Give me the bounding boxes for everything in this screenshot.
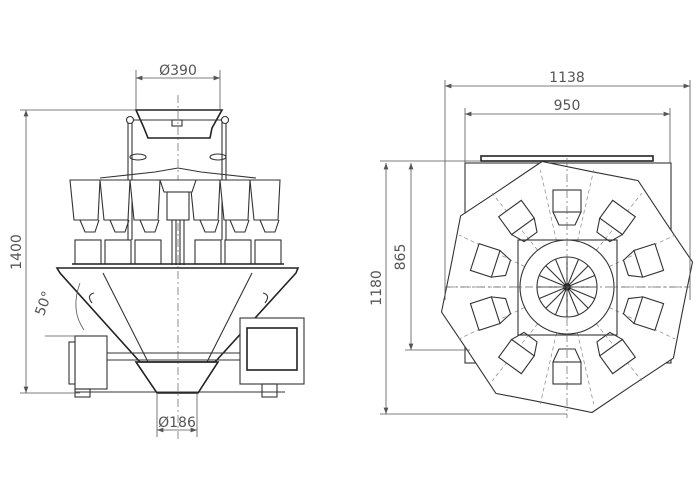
pod-box (497, 199, 536, 236)
label-outlet-diameter: Ø186 (158, 415, 196, 431)
radial-line (577, 169, 595, 242)
front-view: Ø390 1400 50° Ø186 (9, 63, 305, 440)
top-cone (99, 167, 257, 179)
label-overall-depth: 1180 (369, 270, 385, 306)
chute-inner-lines (102, 272, 253, 363)
weigh-bucket (134, 239, 162, 265)
label-frame-depth: 865 (393, 244, 409, 271)
hopper-pod (596, 199, 637, 243)
outlet-funnel (134, 361, 220, 394)
label-hopper-diameter: Ø390 (159, 63, 197, 79)
hopper-pod (596, 331, 637, 375)
weigh-bucket (194, 239, 222, 265)
clamp (209, 153, 227, 161)
label-overall-width: 1138 (549, 70, 585, 86)
top-view: 1138 950 865 1180 (369, 70, 694, 418)
frame-joint (220, 115, 230, 125)
spoke (566, 275, 595, 288)
feed-bucket (99, 179, 131, 221)
pod-box (598, 338, 637, 375)
spoke (555, 259, 568, 288)
pod-neck (622, 250, 643, 278)
feed-bucket (69, 179, 101, 221)
weigh-bucket (224, 239, 252, 265)
feed-bucket (159, 179, 197, 193)
spoke (545, 265, 568, 288)
spoke (555, 286, 568, 315)
hopper-pod (622, 243, 665, 278)
bucket-linkage (109, 219, 130, 233)
weigh-bucket (74, 239, 102, 265)
frame-joint (125, 115, 135, 125)
foot (261, 383, 278, 398)
radial-line (539, 169, 557, 242)
hopper-pod (622, 296, 665, 331)
control-panel (239, 317, 305, 385)
pod-neck (491, 250, 512, 278)
label-frame-width: 950 (554, 98, 581, 114)
hopper-pod (497, 331, 538, 375)
feed-bucket (129, 179, 161, 221)
spoke (566, 286, 579, 315)
hopper-pods (469, 189, 665, 385)
feed-buckets (69, 179, 281, 221)
weigh-bucket (254, 239, 282, 265)
hopper-pod (469, 296, 512, 331)
bucket-linkage (139, 219, 160, 233)
clamp (129, 153, 147, 161)
spoke (566, 286, 589, 309)
center-column (166, 191, 190, 221)
weigh-buckets (74, 219, 282, 265)
bucket-linkage (79, 219, 100, 233)
hopper-pod (469, 243, 512, 278)
drive-box (74, 335, 108, 390)
spoke (539, 286, 568, 299)
spoke (566, 259, 579, 288)
spoke (545, 286, 568, 309)
spoke (539, 275, 568, 288)
touch-screen (246, 327, 298, 371)
pod-box (469, 243, 501, 278)
top-hopper (134, 109, 224, 139)
pod-box (497, 338, 536, 375)
flange (68, 341, 76, 385)
pod-neck (552, 348, 582, 363)
label-height: 1400 (9, 234, 25, 270)
column-rods (171, 220, 185, 265)
pod-neck (596, 217, 623, 243)
pod-neck (511, 217, 538, 243)
pod-box (633, 243, 665, 278)
hopper-tab (171, 119, 183, 127)
bucket-linkage (259, 219, 280, 233)
pod-box (598, 199, 637, 236)
label-angle: 50° (32, 289, 56, 318)
pod-neck (622, 296, 643, 324)
pod-neck (491, 296, 512, 324)
hopper-pod (497, 199, 538, 243)
angle-arc (75, 282, 85, 331)
pod-neck (596, 331, 623, 357)
hooks (88, 292, 269, 304)
base-bar (107, 352, 240, 361)
feed-bucket (219, 179, 251, 221)
radial-line (539, 332, 557, 405)
feed-bucket (249, 179, 281, 221)
pod-box (469, 296, 501, 331)
bucket-linkage (199, 219, 220, 233)
radial-line (577, 332, 595, 405)
weigh-bucket (104, 239, 132, 265)
pod-box (633, 296, 665, 331)
feed-bucket (189, 179, 221, 221)
bucket-linkage (229, 219, 250, 233)
spoke (566, 265, 589, 288)
spoke (566, 286, 595, 299)
pod-neck (511, 331, 538, 357)
